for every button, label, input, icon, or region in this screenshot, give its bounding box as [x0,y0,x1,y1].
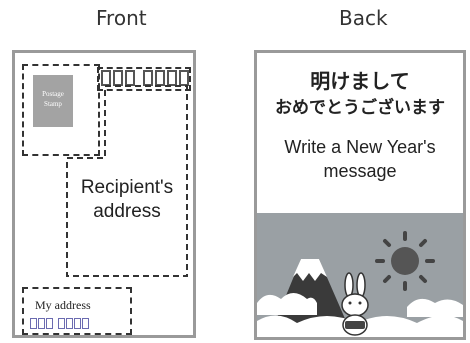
back-heading: Back [339,6,388,30]
top-clouds [257,203,463,213]
postal-code-box [167,70,177,86]
sun-icon [375,231,435,291]
recipient-address-area [65,85,189,278]
sender-code-box [46,318,53,329]
postal-code-box [125,70,135,86]
postal-code-box [179,70,189,86]
new-year-message: Write a New Year's message [284,137,436,181]
sender-code-box [38,318,45,329]
sender-code-box [66,318,73,329]
rabbit-icon [341,272,369,336]
left-cloud [257,293,317,315]
postage-stamp: Postage Stamp [33,75,73,127]
postal-code-box [143,70,153,86]
postal-code-box [155,70,165,86]
greeting-line-1: 明けまして [310,69,410,93]
recipient-address-label: Recipient's address [80,177,174,222]
new-year-illustration [257,203,463,337]
sender-code-box [58,318,65,329]
sender-code-box [82,318,89,329]
my-address-label: My address [35,298,91,312]
front-postcard: Postage Stamp Recipient's address My add… [12,50,196,338]
recipient-outline [66,85,188,277]
my-address-area [22,287,132,335]
front-heading: Front [96,6,147,30]
back-postcard: 明けまして おめでとうございます Write a New Year's mess… [254,50,466,340]
postal-code-box [113,70,123,86]
sender-code-box [74,318,81,329]
greeting-line-2: おめでとうございます [275,98,445,118]
stamp-area [22,64,100,156]
postal-code-area [97,67,191,91]
right-cloud [407,298,463,317]
sender-code-box [30,318,37,329]
postal-code-box [101,70,111,86]
